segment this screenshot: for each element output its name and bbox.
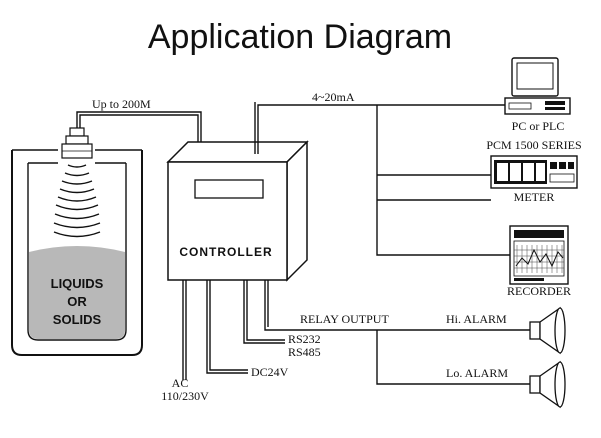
sensor-cable [76, 111, 202, 152]
meter-icon [490, 155, 578, 189]
computer-icon [504, 57, 571, 115]
tank-label-liquids: LIQUIDS [51, 276, 104, 291]
label-ac: AC [172, 376, 189, 390]
controller-icon [166, 140, 309, 282]
ac-line [182, 280, 187, 380]
tank-icon [11, 149, 143, 356]
controller-label: CONTROLLER [179, 245, 272, 259]
label-recorder: RECORDER [507, 284, 571, 298]
dc24v-line [206, 280, 248, 374]
tank-label-solids: SOLIDS [53, 312, 102, 327]
label-lo-alarm: Lo. ALARM [446, 366, 508, 380]
label-rs485: RS485 [288, 345, 321, 359]
tank-label-or: OR [67, 294, 87, 309]
label-hi-alarm: Hi. ALARM [446, 312, 507, 326]
speaker-icon [446, 306, 566, 355]
label-pc: PC or PLC [512, 119, 565, 133]
label-rs232: RS232 [288, 332, 321, 346]
relay-line [264, 280, 446, 331]
label-relay-output: RELAY OUTPUT [300, 312, 389, 326]
speaker-icon [450, 360, 566, 409]
recorder-icon [509, 225, 569, 285]
label-meter: METER [514, 190, 555, 204]
label-up-to: Up to 200M [92, 97, 151, 111]
ultrasonic-sensor-icon [53, 127, 101, 238]
diagram-title: Application Diagram [148, 18, 452, 56]
label-pcm-series: PCM 1500 SERIES [486, 138, 581, 152]
label-signal: 4~20mA [312, 90, 355, 104]
label-dc24v: DC24V [251, 365, 289, 379]
analog-output-line [257, 104, 505, 154]
label-ac-volt: 110/230V [161, 389, 209, 403]
rs-line [243, 280, 285, 344]
